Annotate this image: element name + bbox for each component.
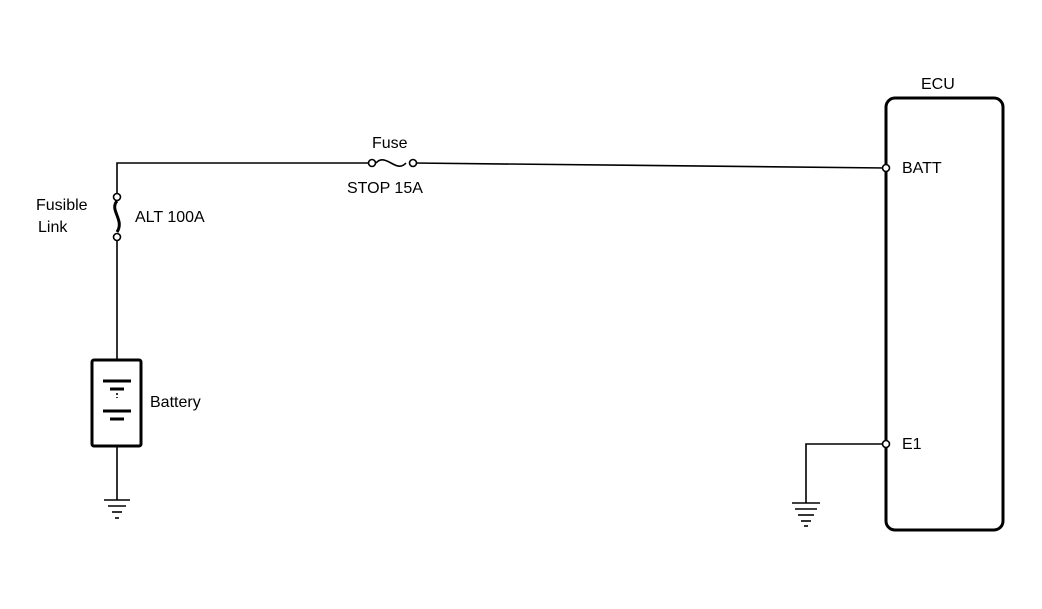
supply-wire-right: [412, 162, 887, 169]
ecu-pin-e1: E1: [902, 436, 922, 453]
battery-ground-icon: [104, 499, 130, 519]
ecu-box: [884, 96, 1005, 532]
fuse-name: STOP 15A: [347, 180, 423, 197]
ecu-batt-terminal: [881, 163, 891, 173]
ecu-e1-terminal: [881, 439, 891, 449]
fusible-link-symbol: [112, 192, 122, 242]
supply-wire-left: [116, 162, 372, 195]
battery-symbol: [90, 358, 143, 448]
ecu-pin-batt: BATT: [902, 160, 942, 177]
ecu-ground-icon: [792, 502, 820, 527]
ecu-title: ECU: [921, 76, 955, 93]
fusible-link-rating: ALT 100A: [135, 209, 205, 226]
battery-label: Battery: [150, 394, 201, 411]
fusible-link-title-line2: Link: [38, 219, 68, 236]
fuse-title: Fuse: [372, 135, 408, 152]
fuse-symbol: [367, 158, 418, 168]
fusible-link-title-line1: Fusible: [36, 197, 88, 214]
ecu-ground-wire: [805, 443, 882, 503]
